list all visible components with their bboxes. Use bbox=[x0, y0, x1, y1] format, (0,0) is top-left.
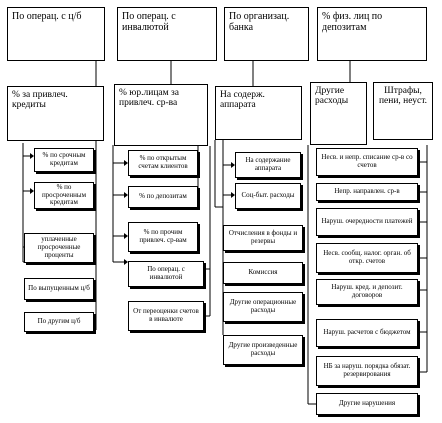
top-box-bank-org: По организац. банка bbox=[224, 7, 309, 61]
box-fines: Штрафы, пени, неуст. bbox=[373, 82, 433, 140]
col2-item-0: % по открытым счетам клиентов bbox=[128, 150, 198, 176]
col4-item-5: Наруш. расчетов с бюджетом bbox=[316, 319, 418, 347]
col3-item-3: Комиссия bbox=[223, 262, 303, 284]
col2-item-1: % по депозитам bbox=[128, 186, 198, 208]
box-other-expenses: Другие расходы bbox=[310, 82, 367, 145]
col4-item-0: Несв. и непр. списание ср-в со счетов bbox=[316, 148, 418, 176]
col1-item-4: По другим ц/б bbox=[24, 312, 94, 332]
col3-item-5: Другие произведенные расходы bbox=[223, 335, 303, 365]
col3-item-0: На содержание аппарата bbox=[235, 152, 301, 178]
top-box-individuals-deposits: % физ. лиц по депозитам bbox=[317, 7, 427, 61]
col4-item-1: Непр. направлен. ср-в bbox=[316, 183, 418, 201]
col2-item-3: По операц. с инвалютой bbox=[128, 261, 204, 287]
col2-item-4: От переоценки счетов в инвалюте bbox=[128, 301, 204, 331]
col3-item-4: Другие операционные расходы bbox=[223, 292, 303, 322]
col1-item-0: % по срочным кредитам bbox=[34, 148, 94, 172]
col2-item-2: % по прочим привлеч. ср-вам bbox=[128, 222, 198, 252]
col4-item-6: НБ за наруш. порядка обязат. резервирова… bbox=[316, 356, 418, 386]
col1-item-1: % по просроченным кредитам bbox=[34, 182, 94, 209]
col4-item-7: Другие нарушения bbox=[316, 393, 418, 415]
col4-item-4: Наруш. кред. и депозит. договоров bbox=[316, 279, 418, 305]
col1-item-2: уплаченные просроченные проценты bbox=[24, 233, 94, 263]
col3-item-1: Соц-быт. расходы bbox=[235, 183, 301, 209]
box-legal-entities-interest: % юр.лицам за привлеч. ср-ва bbox=[114, 84, 208, 146]
top-box-securities: По операц. с ц/б bbox=[7, 7, 105, 61]
box-loans-interest: % за привлеч. кредиты bbox=[7, 86, 104, 141]
col4-item-3: Несв. сообщ. налог. орган. об откр. счет… bbox=[316, 243, 418, 273]
box-staff-maintenance: На содерж. аппарата bbox=[215, 86, 302, 140]
col1-item-3: По выпущенным ц/б bbox=[24, 278, 94, 300]
top-box-currency: По операц. с инвалютой bbox=[117, 7, 217, 61]
col4-item-2: Наруш. очередности платежей bbox=[316, 208, 418, 236]
col3-item-2: Отчисления в фонды и резервы bbox=[223, 225, 303, 251]
